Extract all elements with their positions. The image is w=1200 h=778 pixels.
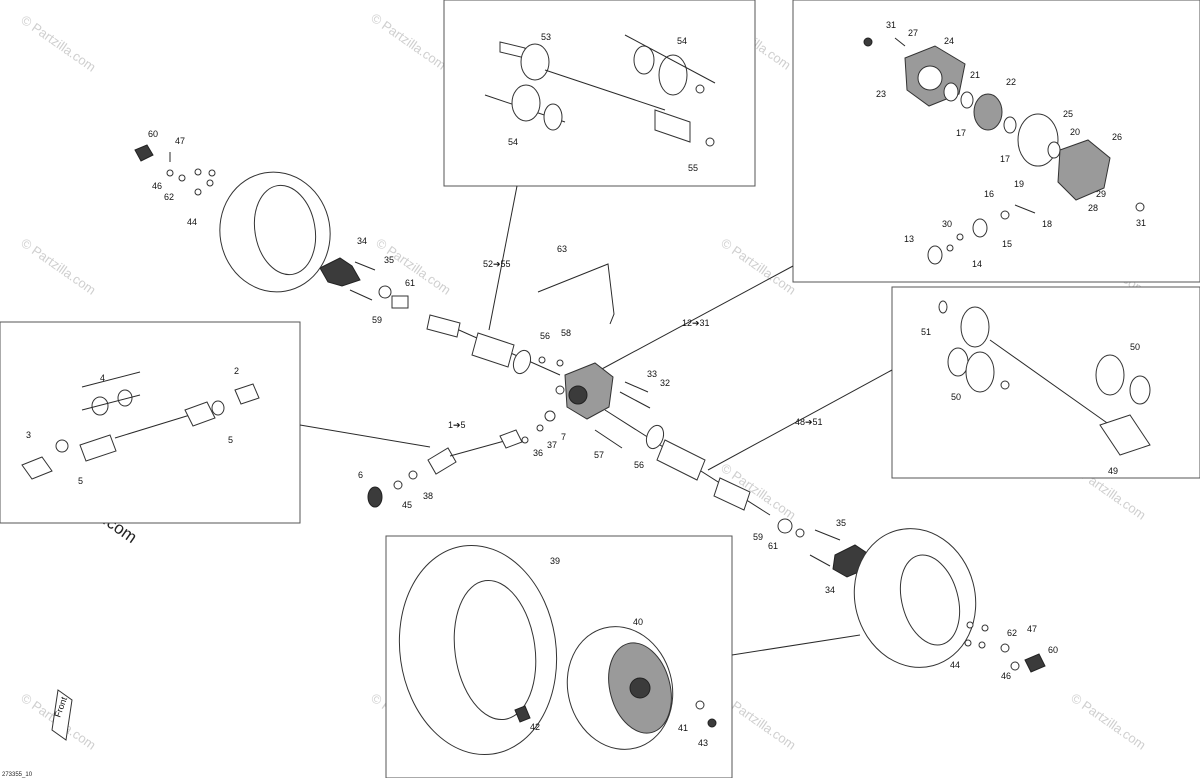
callout-61: 61: [768, 541, 778, 551]
callout-47: 47: [1027, 624, 1037, 634]
callout-35: 35: [384, 255, 394, 265]
callout-48-51: 48➔51: [795, 417, 823, 427]
callout-50: 50: [1130, 342, 1140, 352]
callout-5: 5: [228, 435, 233, 445]
callout-7: 7: [561, 432, 566, 442]
callout-30: 30: [942, 219, 952, 229]
watermark: © Partzilla.com: [1068, 690, 1148, 753]
callout-29: 29: [1096, 189, 1106, 199]
callout-46: 46: [1001, 671, 1011, 681]
callout-56: 56: [634, 460, 644, 470]
callout-5: 5: [78, 476, 83, 486]
cv-joint-detail-art-top: [484, 34, 716, 147]
callout-12-31: 12➔31: [682, 318, 710, 328]
callout-43: 43: [698, 738, 708, 748]
callout-34: 34: [825, 585, 835, 595]
callout-1-5: 1➔5: [448, 420, 466, 430]
callout-2: 2: [234, 366, 239, 376]
callout-50: 50: [951, 392, 961, 402]
front-direction-marker: Front: [51, 689, 73, 741]
leader-lines: [299, 185, 893, 656]
callout-47: 47: [175, 136, 185, 146]
callout-44: 44: [950, 660, 960, 670]
main-axle-assembly: [134, 144, 1046, 673]
callout-25: 25: [1063, 109, 1073, 119]
callout-22: 22: [1006, 77, 1016, 87]
callout-36: 36: [533, 448, 543, 458]
callout-61: 61: [405, 278, 415, 288]
callout-15: 15: [1002, 239, 1012, 249]
cv-joint-detail-panel-top: [443, 0, 756, 187]
callout-23: 23: [876, 89, 886, 99]
callout-63: 63: [557, 244, 567, 254]
callout-59: 59: [372, 315, 382, 325]
callout-37: 37: [547, 440, 557, 450]
callout-60: 60: [148, 129, 158, 139]
callout-56: 56: [540, 331, 550, 341]
wheel-tire-detail-art: [398, 544, 717, 756]
callout-3: 3: [26, 430, 31, 440]
differential-detail-art: [863, 37, 1145, 265]
callout-46: 46: [152, 181, 162, 191]
callout-35: 35: [836, 518, 846, 528]
callout-34: 34: [357, 236, 367, 246]
callout-58: 58: [561, 328, 571, 338]
callout-54: 54: [677, 36, 687, 46]
callout-44: 44: [187, 217, 197, 227]
callout-31: 31: [886, 20, 896, 30]
callout-51: 51: [921, 327, 931, 337]
callout-19: 19: [1014, 179, 1024, 189]
watermark: © Partzilla.com: [18, 235, 98, 298]
callout-28: 28: [1088, 203, 1098, 213]
callout-17: 17: [1000, 154, 1010, 164]
callout-6: 6: [358, 470, 363, 480]
diagram-reference: 273355_10: [2, 772, 33, 778]
watermark: © Partzilla.com: [18, 12, 98, 75]
callout-14: 14: [972, 259, 982, 269]
callout-21: 21: [970, 70, 980, 80]
callout-57: 57: [594, 450, 604, 460]
callout-49: 49: [1108, 466, 1118, 476]
callout-33: 33: [647, 369, 657, 379]
callout-42: 42: [530, 722, 540, 732]
callout-13: 13: [904, 234, 914, 244]
callout-32: 32: [660, 378, 670, 388]
callout-18: 18: [1042, 219, 1052, 229]
driveshaft-detail-art: [21, 371, 260, 480]
callout-38: 38: [423, 491, 433, 501]
watermark: © Partzilla.com: [718, 235, 798, 298]
callout-54: 54: [508, 137, 518, 147]
callout-39: 39: [550, 556, 560, 566]
driveshaft-detail-panel: [0, 321, 301, 524]
differential-detail-panel: [792, 0, 1200, 283]
callout-31: 31: [1136, 218, 1146, 228]
callout-27: 27: [908, 28, 918, 38]
callout-45: 45: [402, 500, 412, 510]
callout-52-55: 52➔55: [483, 259, 511, 269]
cv-joint-detail-panel-right: [891, 286, 1200, 479]
callout-24: 24: [944, 36, 954, 46]
callout-62: 62: [164, 192, 174, 202]
callout-20: 20: [1070, 127, 1080, 137]
cv-joint-detail-art-right: [938, 300, 1151, 456]
callout-16: 16: [984, 189, 994, 199]
callout-55: 55: [688, 163, 698, 173]
callout-26: 26: [1112, 132, 1122, 142]
callout-40: 40: [633, 617, 643, 627]
watermark: © Partzilla.com: [368, 10, 448, 73]
callout-60: 60: [1048, 645, 1058, 655]
callout-62: 62: [1007, 628, 1017, 638]
callout-41: 41: [678, 723, 688, 733]
callout-17: 17: [956, 128, 966, 138]
callout-53: 53: [541, 32, 551, 42]
callout-59: 59: [753, 532, 763, 542]
callout-labels: 1➔5 2 3 4 5 5 6 7 12➔31 13 14 15 16 17 1…: [26, 20, 1146, 748]
callout-4: 4: [100, 373, 105, 383]
